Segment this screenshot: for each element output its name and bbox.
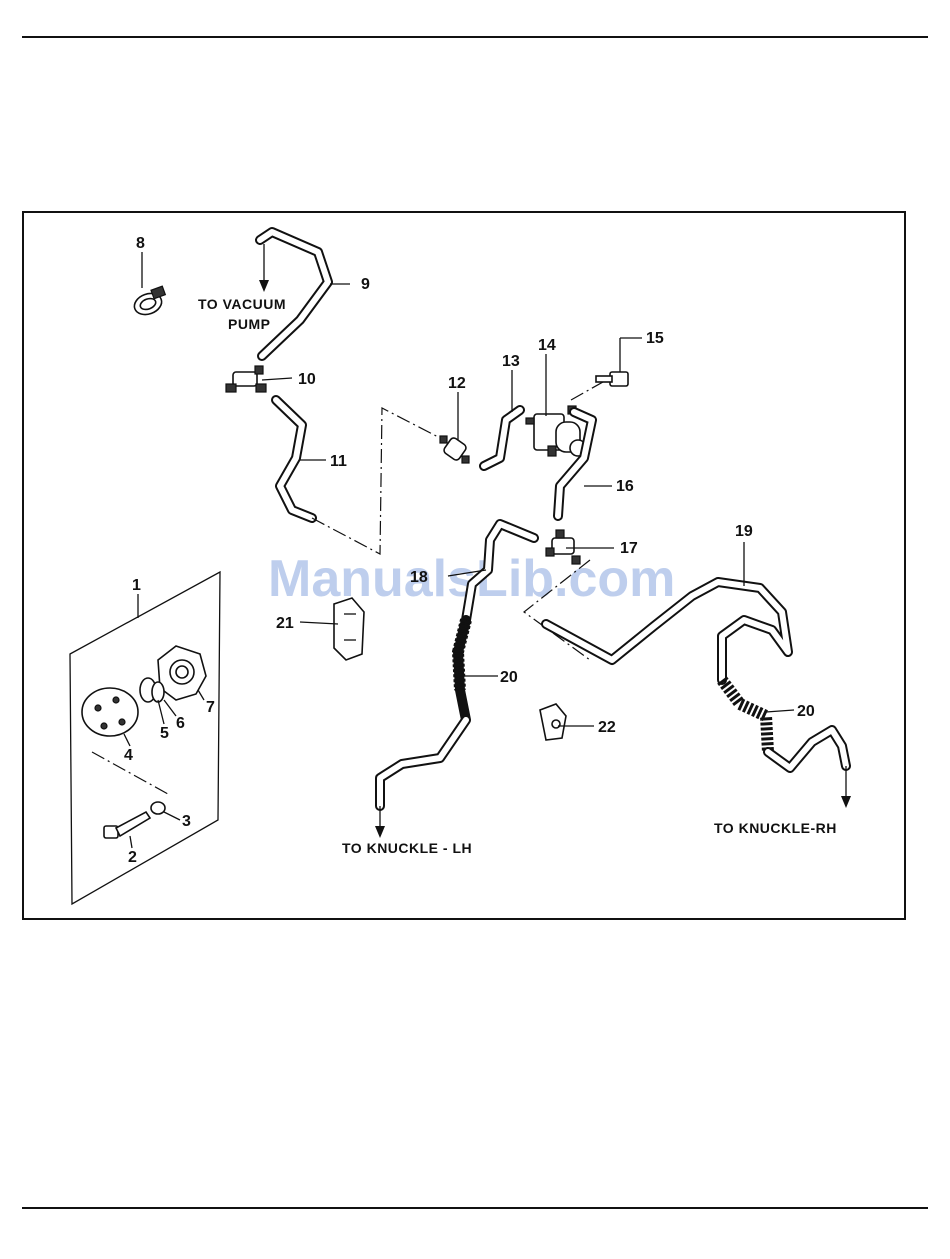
callout-5: 5 [160, 725, 169, 742]
callout-6: 6 [176, 715, 185, 732]
callout-3: 3 [182, 813, 191, 830]
callout-11: 11 [330, 453, 347, 470]
callout-4: 4 [124, 747, 133, 764]
callout-14: 14 [538, 337, 556, 354]
part-3-washer [151, 802, 165, 814]
callout-22: 22 [598, 719, 616, 736]
callout-9: 9 [361, 276, 370, 293]
callout-20-right: 20 [797, 703, 815, 720]
caption-vacuum-line1: TO VACUUM [198, 296, 286, 312]
callout-17: 17 [620, 540, 638, 557]
part-4-hub [82, 688, 138, 736]
callout-15: 15 [646, 330, 664, 347]
part-13-hose [484, 410, 520, 466]
part-22-clip [540, 704, 566, 740]
callout-1: 1 [132, 577, 141, 594]
part-10-tee-fitting [226, 366, 266, 392]
caption-vacuum-line2: PUMP [228, 316, 270, 332]
callout-21: 21 [276, 615, 294, 632]
arrow-head-knuckle-rh [841, 796, 851, 808]
callout-10: 10 [298, 371, 316, 388]
arrow-head-knuckle-lh [375, 826, 385, 838]
part-9-vacuum-hose [260, 232, 328, 356]
part-12-check-valve [440, 436, 469, 463]
part-15-bolt [596, 372, 628, 386]
part-2-bolt [104, 812, 150, 838]
part-21-bracket [334, 598, 364, 660]
part-8-hose-clamp [131, 286, 165, 318]
routing-line-left [312, 408, 444, 554]
callout-20-left: 20 [500, 669, 518, 686]
callout-2: 2 [128, 849, 137, 866]
part-20-flex-hose-right [722, 680, 846, 768]
caption-knuckle-lh: TO KNUCKLE - LH [342, 840, 472, 856]
assembly-panel-outline [70, 572, 220, 904]
callout-19: 19 [735, 523, 753, 540]
callout-16: 16 [616, 478, 634, 495]
part-11-hose [276, 400, 312, 518]
part-6-o-ring [152, 682, 164, 702]
callout-12: 12 [448, 375, 466, 392]
callout-8: 8 [136, 235, 145, 252]
arrow-head-vacuum [259, 280, 269, 292]
callout-18: 18 [410, 569, 428, 586]
callout-7: 7 [206, 699, 215, 716]
part-20-flex-hose-left [380, 620, 466, 806]
caption-knuckle-rh: TO KNUCKLE-RH [714, 820, 837, 836]
callout-13: 13 [502, 353, 520, 370]
